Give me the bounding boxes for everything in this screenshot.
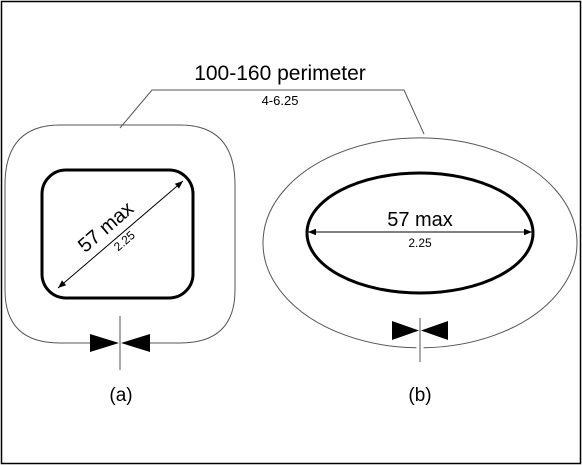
gap-arrow-left-b <box>392 321 419 340</box>
dimension-line-a <box>57 180 184 289</box>
perimeter-leader-line <box>119 89 425 135</box>
dimension-inches-b: 2.25 <box>408 236 432 250</box>
perimeter-label: 100-160 perimeter <box>194 62 366 85</box>
caption-a: (a) <box>109 385 132 406</box>
perimeter-outline-b <box>262 137 578 349</box>
figure-a: 57 max 2.25 (a) <box>4 124 236 406</box>
gap-arrow-right-a <box>121 334 150 352</box>
perimeter-inches-label: 4-6.25 <box>262 93 299 108</box>
dimension-label-b: 57 max <box>387 209 453 231</box>
gap-arrow-left-a <box>90 334 119 352</box>
figure-b: 57 max 2.25 (b) <box>262 137 578 406</box>
perimeter-outline-a <box>4 124 236 344</box>
grip-section-a <box>40 168 195 300</box>
caption-b: (b) <box>408 385 431 406</box>
grip-section-b <box>305 171 535 295</box>
gap-arrow-right-b <box>421 321 448 340</box>
